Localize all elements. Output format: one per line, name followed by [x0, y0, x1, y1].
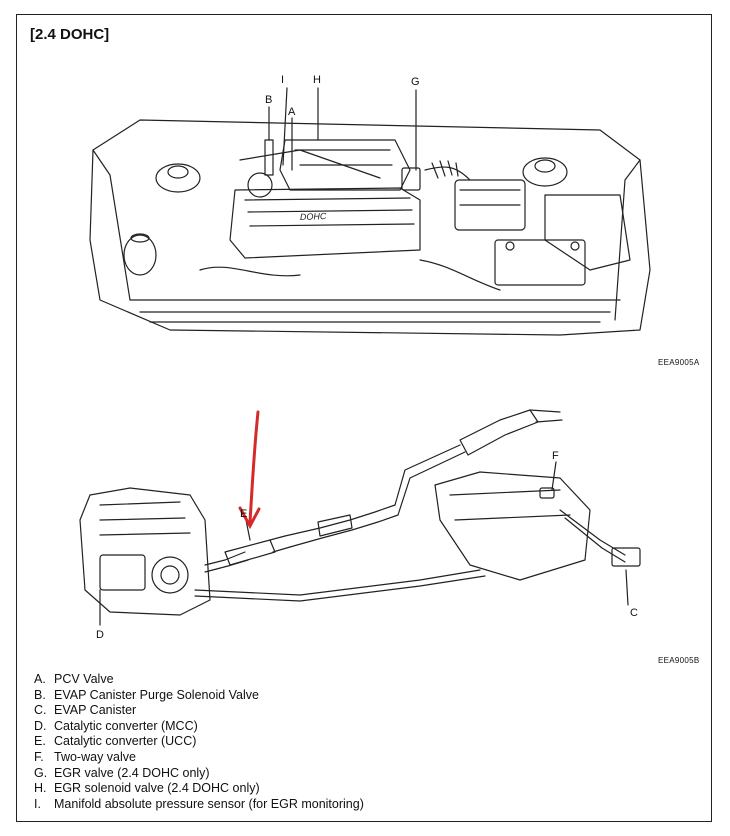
legend-item: F. Two-way valve: [34, 750, 364, 766]
legend-item: H. EGR solenoid valve (2.4 DOHC only): [34, 781, 364, 797]
legend-item: I. Manifold absolute pressure sensor (for…: [34, 797, 364, 813]
callout-G: G: [411, 76, 420, 88]
legend-item: E. Catalytic converter (UCC): [34, 734, 364, 750]
svg-text:DOHC: DOHC: [300, 211, 327, 222]
engine-bay-illustration: DOHC: [89, 87, 651, 336]
exhaust-system-illustration: [79, 409, 641, 626]
callout-C: C: [630, 607, 638, 619]
page-frame: [16, 14, 712, 822]
page-title: [2.4 DOHC]: [30, 26, 110, 43]
figure-code-top: EEA9005A: [658, 358, 700, 367]
legend-item: G. EGR valve (2.4 DOHC only): [34, 766, 364, 782]
legend-key: C.: [34, 703, 47, 718]
callout-D: D: [96, 629, 104, 641]
legend-key: E.: [34, 734, 46, 749]
legend-key: B.: [34, 687, 46, 702]
legend-key: H.: [34, 781, 47, 796]
legend-text: PCV Valve: [54, 672, 114, 686]
callout-A: A: [288, 106, 296, 118]
legend-text: Manifold absolute pressure sensor (for E…: [54, 796, 364, 811]
callout-H: H: [313, 74, 321, 86]
legend-text: EVAP Canister: [54, 703, 137, 718]
legend: A. PCV Valve B. EVAP Canister Purge Soleno…: [34, 672, 364, 812]
legend-key: I.: [34, 796, 41, 811]
callout-B: B: [265, 94, 273, 106]
legend-key: F.: [34, 749, 44, 764]
legend-item: B. EVAP Canister Purge Solenoid Valve: [34, 688, 364, 704]
callout-E: E: [240, 508, 248, 520]
legend-text: EGR valve (2.4 DOHC only): [54, 765, 210, 780]
legend-item: C. EVAP Canister: [34, 703, 364, 719]
legend-item: D. Catalytic converter (MCC): [34, 719, 364, 735]
legend-key: G.: [34, 765, 48, 780]
legend-key: A.: [34, 672, 46, 686]
callout-F: F: [552, 450, 559, 462]
figure-code-bottom: EEA9005B: [658, 656, 700, 665]
red-annotation-arrow: [238, 410, 261, 530]
legend-text: Catalytic converter (UCC): [54, 734, 197, 749]
callout-I: I: [281, 74, 285, 86]
legend-item: A. PCV Valve: [34, 672, 364, 688]
legend-text: Catalytic converter (MCC): [54, 718, 198, 733]
legend-text: Two-way valve: [54, 749, 136, 764]
legend-text: EVAP Canister Purge Solenoid Valve: [54, 687, 259, 702]
legend-key: D.: [34, 718, 47, 733]
legend-text: EGR solenoid valve (2.4 DOHC only): [54, 781, 260, 796]
